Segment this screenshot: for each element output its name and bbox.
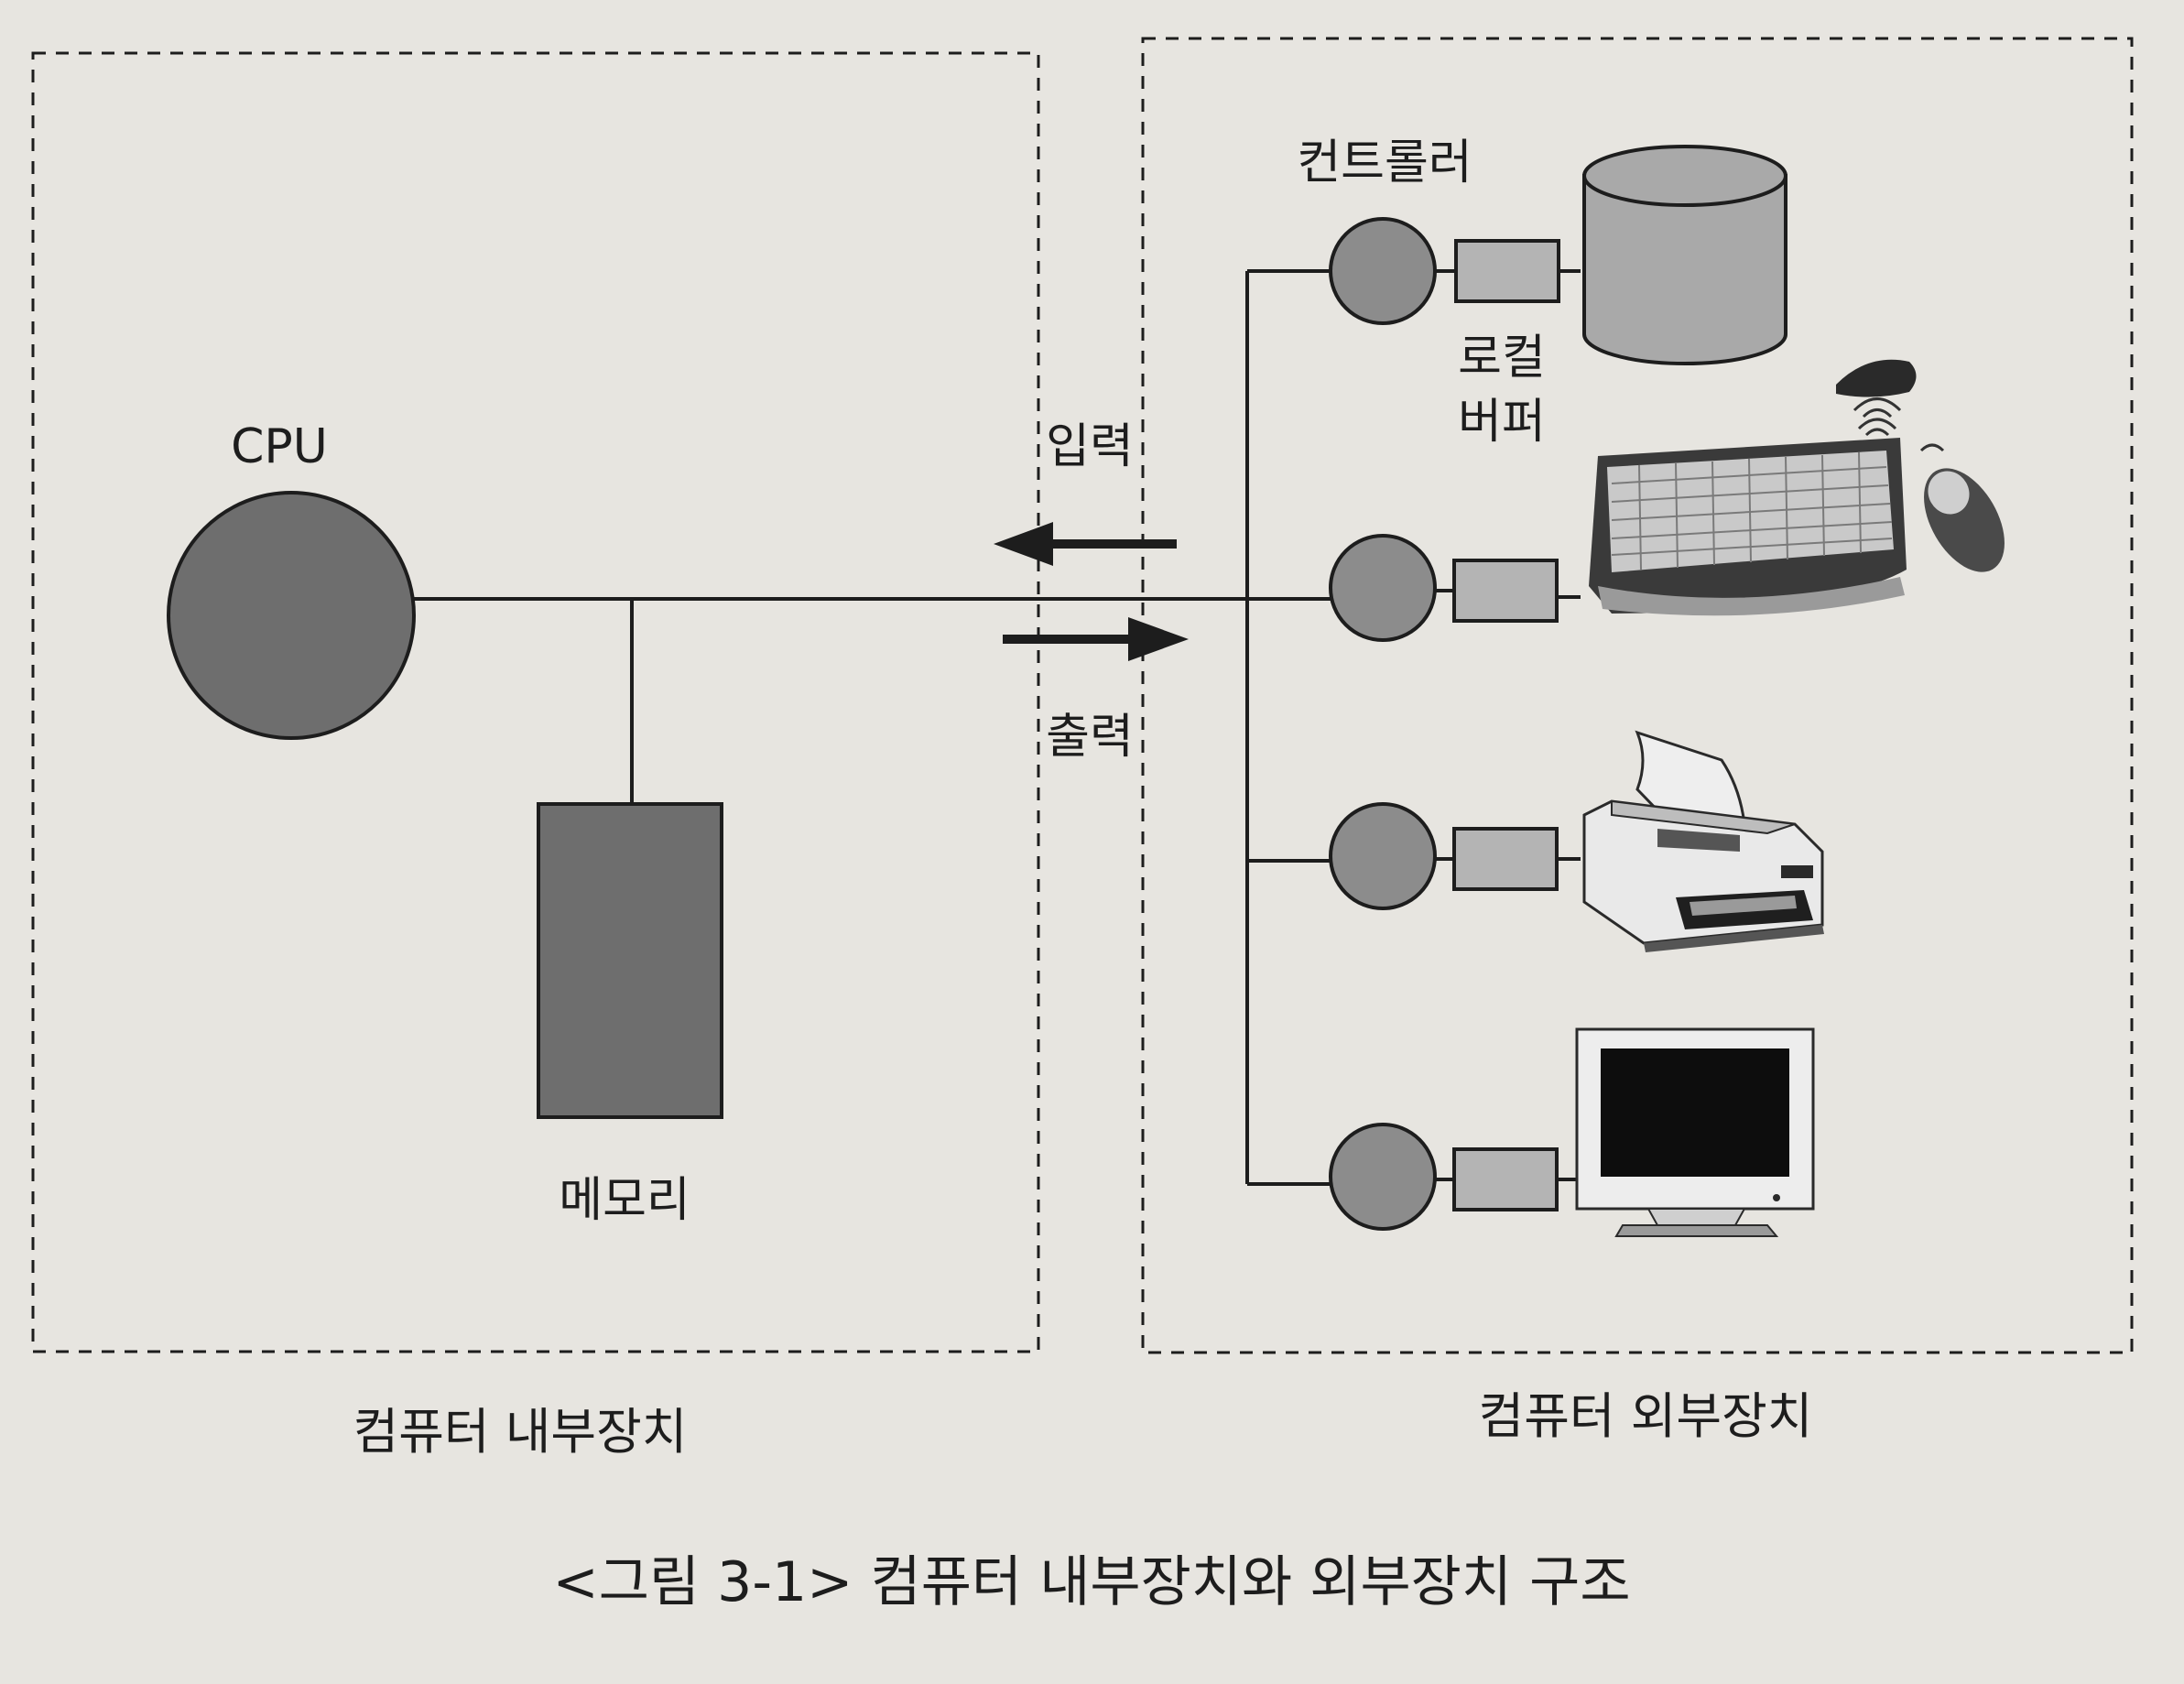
input-label: 입력 (1046, 419, 1134, 474)
controller-label: 컨트롤러 (1297, 136, 1472, 190)
printer-icon (1582, 730, 1824, 952)
cpu-label: CPU (231, 419, 328, 474)
local-buffer-label-line1: 로컬 (1458, 331, 1546, 386)
internal-devices-region (31, 51, 1040, 1353)
controller-circle-1 (1329, 217, 1437, 325)
keyboard-mouse-icon (1589, 359, 2005, 616)
controller-circle-2 (1329, 534, 1437, 642)
controller-circle-3 (1329, 802, 1437, 910)
internal-devices-title: 컴퓨터 내부장치 (353, 1403, 688, 1461)
local-buffer-3 (1452, 827, 1559, 891)
disk-cylinder-icon (1582, 145, 1787, 365)
controller-circle-4 (1329, 1123, 1437, 1231)
external-devices-title: 컴퓨터 외부장치 (1479, 1387, 1813, 1445)
figure-caption: <그림 3-1> 컴퓨터 내부장치와 외부장치 구조 (552, 1550, 1630, 1614)
memory-label: 메모리 (559, 1173, 690, 1228)
output-label: 출력 (1046, 710, 1134, 765)
monitor-icon (1575, 1027, 1815, 1237)
external-devices-region (1141, 37, 2134, 1354)
input-arrow-head (994, 522, 1053, 566)
output-arrow-head (1128, 617, 1189, 661)
local-buffer-1 (1454, 239, 1560, 303)
local-buffer-2 (1452, 559, 1559, 623)
cpu-circle (167, 491, 416, 740)
local-buffer-4 (1452, 1147, 1559, 1211)
local-buffer-label-line2: 버퍼 (1458, 395, 1546, 450)
memory-block (537, 802, 723, 1119)
